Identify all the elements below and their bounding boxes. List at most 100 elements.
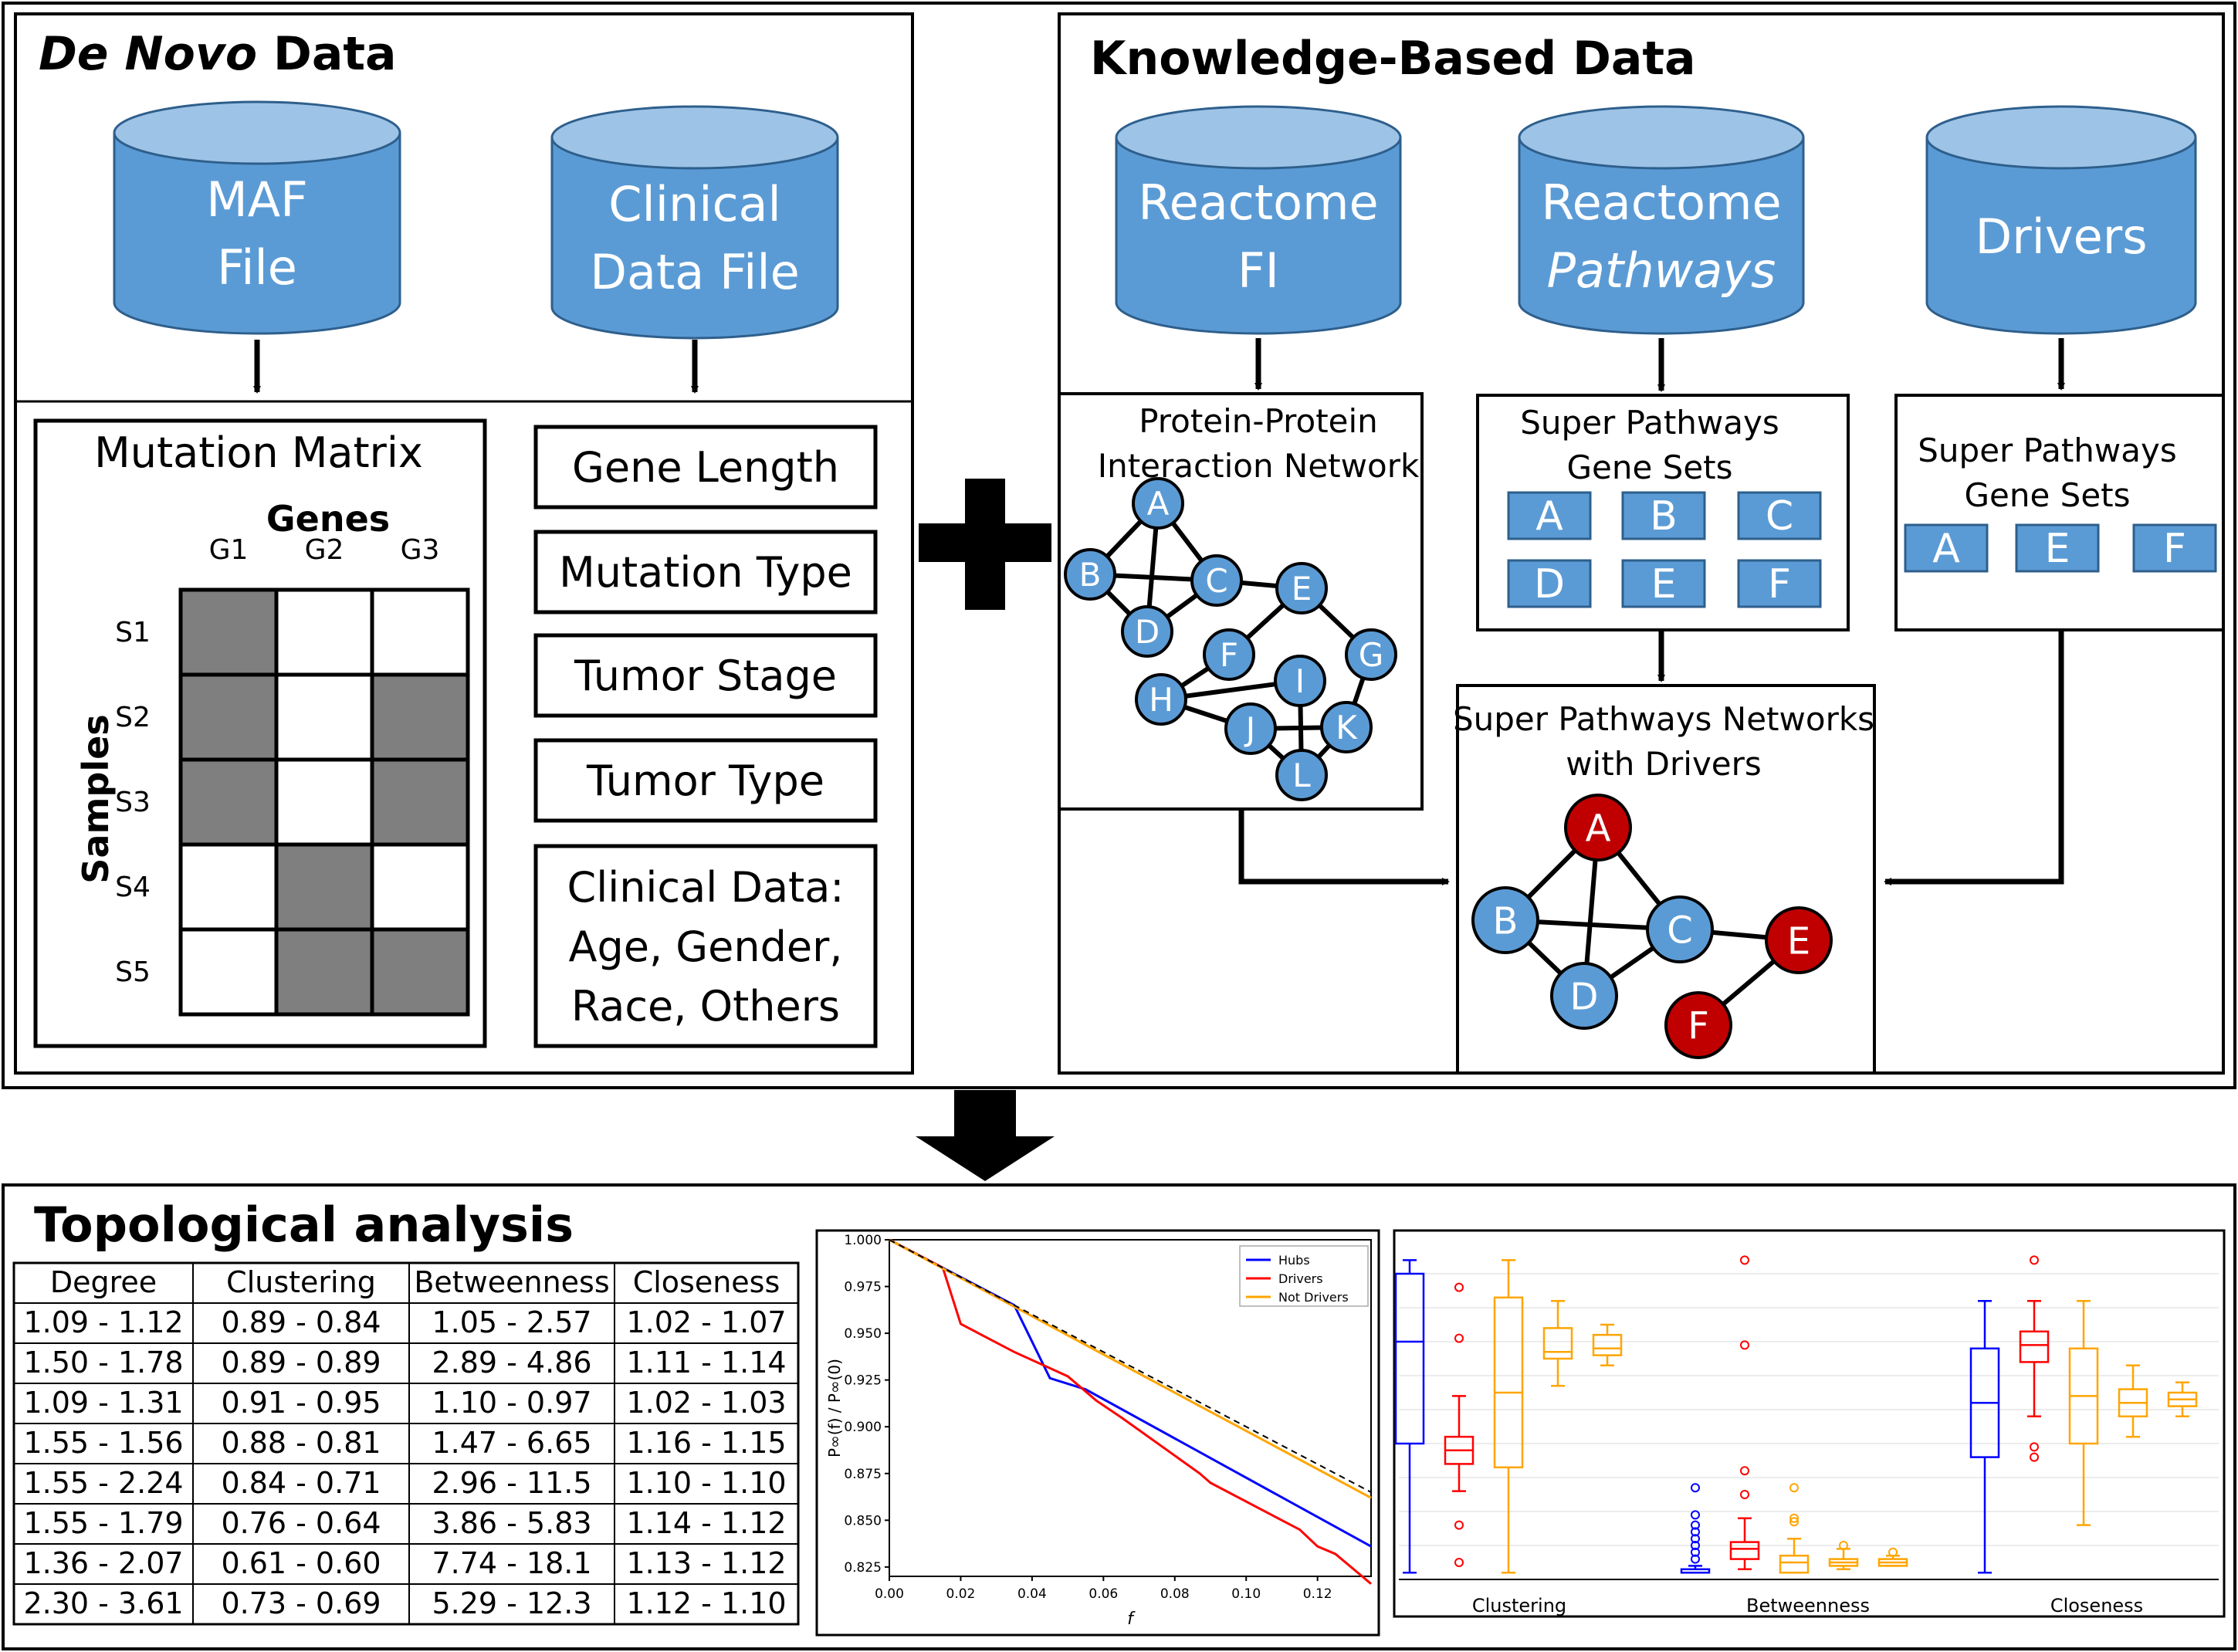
row-label-S3: S3 <box>115 787 151 818</box>
table-cell: 1.09 - 1.12 <box>23 1305 183 1339</box>
box-outlier <box>1454 1558 1464 1567</box>
de-novo-panel <box>14 12 914 1075</box>
table-cell: 2.30 - 3.61 <box>23 1586 183 1620</box>
top-outer-frame <box>2 2 2236 1089</box>
table-cell: 2.89 - 4.86 <box>432 1346 591 1379</box>
node-label-F: F <box>1688 1004 1709 1048</box>
node-label-A: A <box>1586 807 1611 850</box>
y-tick-label: 1.000 <box>844 1233 882 1248</box>
mutation-matrix-box <box>33 418 487 1048</box>
y-tick-label: 0.850 <box>844 1513 882 1528</box>
column-label-G2: G2 <box>305 534 344 566</box>
ppi-title-1: Protein-Protein <box>1139 402 1378 440</box>
super-pathways-title-1: Super Pathways <box>1520 404 1779 442</box>
table-cell: 0.73 - 0.69 <box>221 1586 381 1620</box>
node-label-H: H <box>1149 681 1173 719</box>
box-outlier <box>1454 1282 1464 1292</box>
drivers-to-network-arrow <box>1884 630 2064 885</box>
box-outlier <box>1888 1547 1898 1557</box>
matrix-cell-S2-G3 <box>370 672 470 762</box>
box-outlier <box>1691 1554 1700 1564</box>
x-tick-label: 0.08 <box>1160 1586 1190 1602</box>
node-label-I: I <box>1295 662 1305 700</box>
gene-set-E <box>1621 559 1706 608</box>
box-outlier <box>1740 1255 1749 1265</box>
legend-label: Drivers <box>1278 1271 1323 1286</box>
node-H <box>1135 673 1187 726</box>
node-F <box>1203 628 1255 681</box>
x-axis-label: f <box>1127 1610 1136 1629</box>
matrix-cell-S2-G1 <box>178 672 279 762</box>
clinical-data-file-database: Clinical Data File <box>550 105 839 340</box>
gene-set-A <box>1507 491 1592 540</box>
de-novo-title: De Novo Data <box>39 27 397 81</box>
legend-label: Hubs <box>1278 1253 1310 1268</box>
table-cell: 1.05 - 2.57 <box>432 1305 591 1339</box>
driver-set-label-F: F <box>2163 526 2186 572</box>
box-outlier <box>1454 1333 1464 1343</box>
table-cell: 1.16 - 1.15 <box>626 1426 786 1460</box>
networks-title-2: with Drivers <box>1566 745 1762 783</box>
node-label-C: C <box>1667 909 1693 952</box>
reactome-fi-database: Reactome FI <box>1115 105 1402 335</box>
table-cell: 0.76 - 0.64 <box>221 1506 381 1540</box>
table-border <box>12 1261 800 1626</box>
box-outlier <box>2030 1452 2039 1462</box>
table-cell: 0.88 - 0.81 <box>221 1426 381 1460</box>
y-tick-label: 0.900 <box>844 1420 882 1435</box>
driver-set-F <box>2132 523 2217 573</box>
clinical-item-label: Gene Length <box>572 443 839 492</box>
matrix-cell-S1-G1 <box>178 587 279 677</box>
matrix-cell-S3-G1 <box>178 757 279 847</box>
matrix-cell-S3-G2 <box>274 757 374 847</box>
node-label-G: G <box>1359 636 1384 674</box>
table-cell: 3.86 - 5.83 <box>432 1506 591 1540</box>
box-outlier <box>1691 1541 1700 1550</box>
series-line-reference <box>889 1239 1372 1493</box>
de-novo-title-italic: De Novo <box>39 27 257 81</box>
series-line-drivers <box>889 1238 1372 1585</box>
box-body <box>1729 1541 1760 1560</box>
node-label-A: A <box>1147 485 1170 523</box>
big-down-arrow-icon <box>916 1090 1055 1181</box>
column-label-G3: G3 <box>401 534 440 566</box>
super-pathways-title-2: Gene Sets <box>1566 449 1732 486</box>
networks-with-drivers-box <box>1456 684 1876 1075</box>
x-tick-label: 0.06 <box>1089 1586 1118 1602</box>
gene-set-label-B: B <box>1650 493 1678 540</box>
gene-set-F <box>1737 559 1822 608</box>
box-body <box>1592 1333 1623 1356</box>
box-body <box>2019 1330 2050 1363</box>
reactome-pathways-label-1: Reactome <box>1541 174 1781 231</box>
row-label-S5: S5 <box>115 956 151 988</box>
box-category-label: Closeness <box>2050 1595 2143 1616</box>
ppi-title-2: Interaction Network <box>1098 447 1420 485</box>
reactome-pathways-database: Reactome Pathways <box>1518 105 1805 335</box>
matrix-cell-S4-G1 <box>178 842 279 932</box>
box-outlier <box>1789 1513 1799 1523</box>
box-outlier <box>1691 1547 1700 1557</box>
table-cell: 1.36 - 2.07 <box>23 1546 183 1580</box>
node-label-K: K <box>1336 709 1358 746</box>
table-cell: 0.89 - 0.89 <box>221 1346 381 1379</box>
box-outlier <box>1789 1517 1799 1527</box>
gene-set-label-C: C <box>1766 493 1793 540</box>
maf-file-label-1: MAF <box>206 171 308 228</box>
table-cell: 1.12 - 1.10 <box>626 1586 786 1620</box>
box-plot-frame <box>1393 1229 2226 1618</box>
matrix-cell-S5-G2 <box>274 927 374 1017</box>
table-cell: 1.10 - 1.10 <box>626 1466 786 1500</box>
box-outlier <box>1454 1520 1464 1530</box>
node-label-J: J <box>1244 710 1255 748</box>
matrix-cell-S4-G2 <box>274 842 374 932</box>
x-tick-label: 0.04 <box>1017 1586 1047 1602</box>
genes-axis-label: Genes <box>266 498 390 540</box>
drivers-db-label: Drivers <box>1975 208 2147 265</box>
table-cell: 1.02 - 1.03 <box>626 1386 786 1420</box>
table-cell: 1.50 - 1.78 <box>23 1346 183 1379</box>
